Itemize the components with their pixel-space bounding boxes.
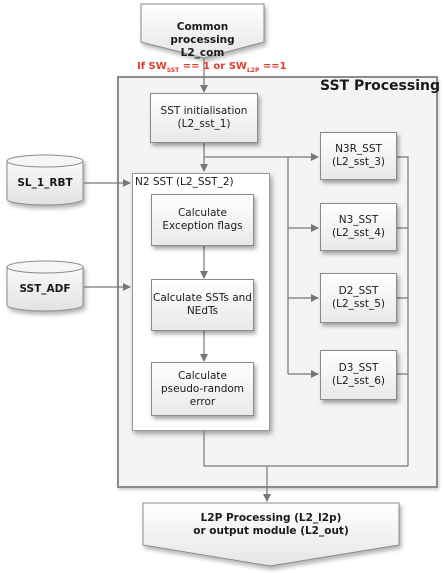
- calc-exception-label: Calculate Exception flags: [162, 207, 243, 232]
- calc-random-node: Calculate pseudo-random error: [151, 362, 254, 416]
- return-n3r: [397, 156, 409, 466]
- n3r-sst-node: N3R_SST (L2_sst_3): [320, 132, 397, 180]
- sst-init-label: SST initialisation (L2_sst_1): [160, 105, 248, 130]
- common-line3: L2_com: [180, 47, 225, 59]
- bottom-pentagon-shape: [142, 502, 400, 567]
- database-sl1-shape: [6, 154, 84, 206]
- calc-ssts-node: Calculate SSTs and NEdTs: [151, 279, 254, 331]
- condition-label: If SWSST == 1 or SWL2P ==1: [137, 61, 287, 74]
- cond-sub2: L2P: [246, 67, 260, 74]
- cond-sub1: SST: [166, 67, 180, 74]
- l2p-output-label: L2P Processing (L2_l2p) or output module…: [193, 512, 349, 537]
- d3-sst-label: D3_SST (L2_sst_6): [332, 362, 385, 387]
- sst-init-node: SST initialisation (L2_sst_1): [150, 93, 258, 143]
- common-line1: Common: [176, 21, 229, 33]
- common-line2: processing: [170, 34, 235, 46]
- cond-middle: == 1 or SW: [179, 61, 247, 72]
- calc-random-label: Calculate pseudo-random error: [160, 369, 245, 408]
- branch-line: [204, 156, 289, 374]
- n3-sst-node: N3_SST (L2_sst_4): [320, 203, 397, 251]
- d2-sst-label: D2_SST (L2_sst_5): [332, 285, 385, 310]
- d3-sst-node: D3_SST (L2_sst_6): [320, 350, 397, 400]
- sst-processing-title: SST Processing: [320, 78, 440, 94]
- calc-exception-node: Calculate Exception flags: [151, 194, 254, 246]
- sst-adf-label: SST_ADF: [19, 283, 71, 295]
- common-processing-node: Common processing L2_com: [141, 8, 264, 60]
- d2-sst-node: D2_SST (L2_sst_5): [320, 273, 397, 323]
- cond-suffix: ==1: [259, 61, 287, 72]
- calc-ssts-label: Calculate SSTs and NEdTs: [153, 292, 252, 317]
- database-adf-shape: [6, 260, 84, 312]
- n3r-sst-label: N3R_SST (L2_sst_3): [332, 143, 385, 168]
- n2-sst-title: N2 SST (L2_SST_2): [135, 176, 234, 188]
- sl1-rbt-label: SL_1_RBT: [17, 177, 73, 189]
- top-pentagon-shape: [140, 3, 265, 59]
- n2-down-line: [203, 431, 408, 467]
- n3-sst-label: N3_SST (L2_sst_4): [332, 214, 385, 239]
- cond-prefix: If SW: [137, 61, 167, 72]
